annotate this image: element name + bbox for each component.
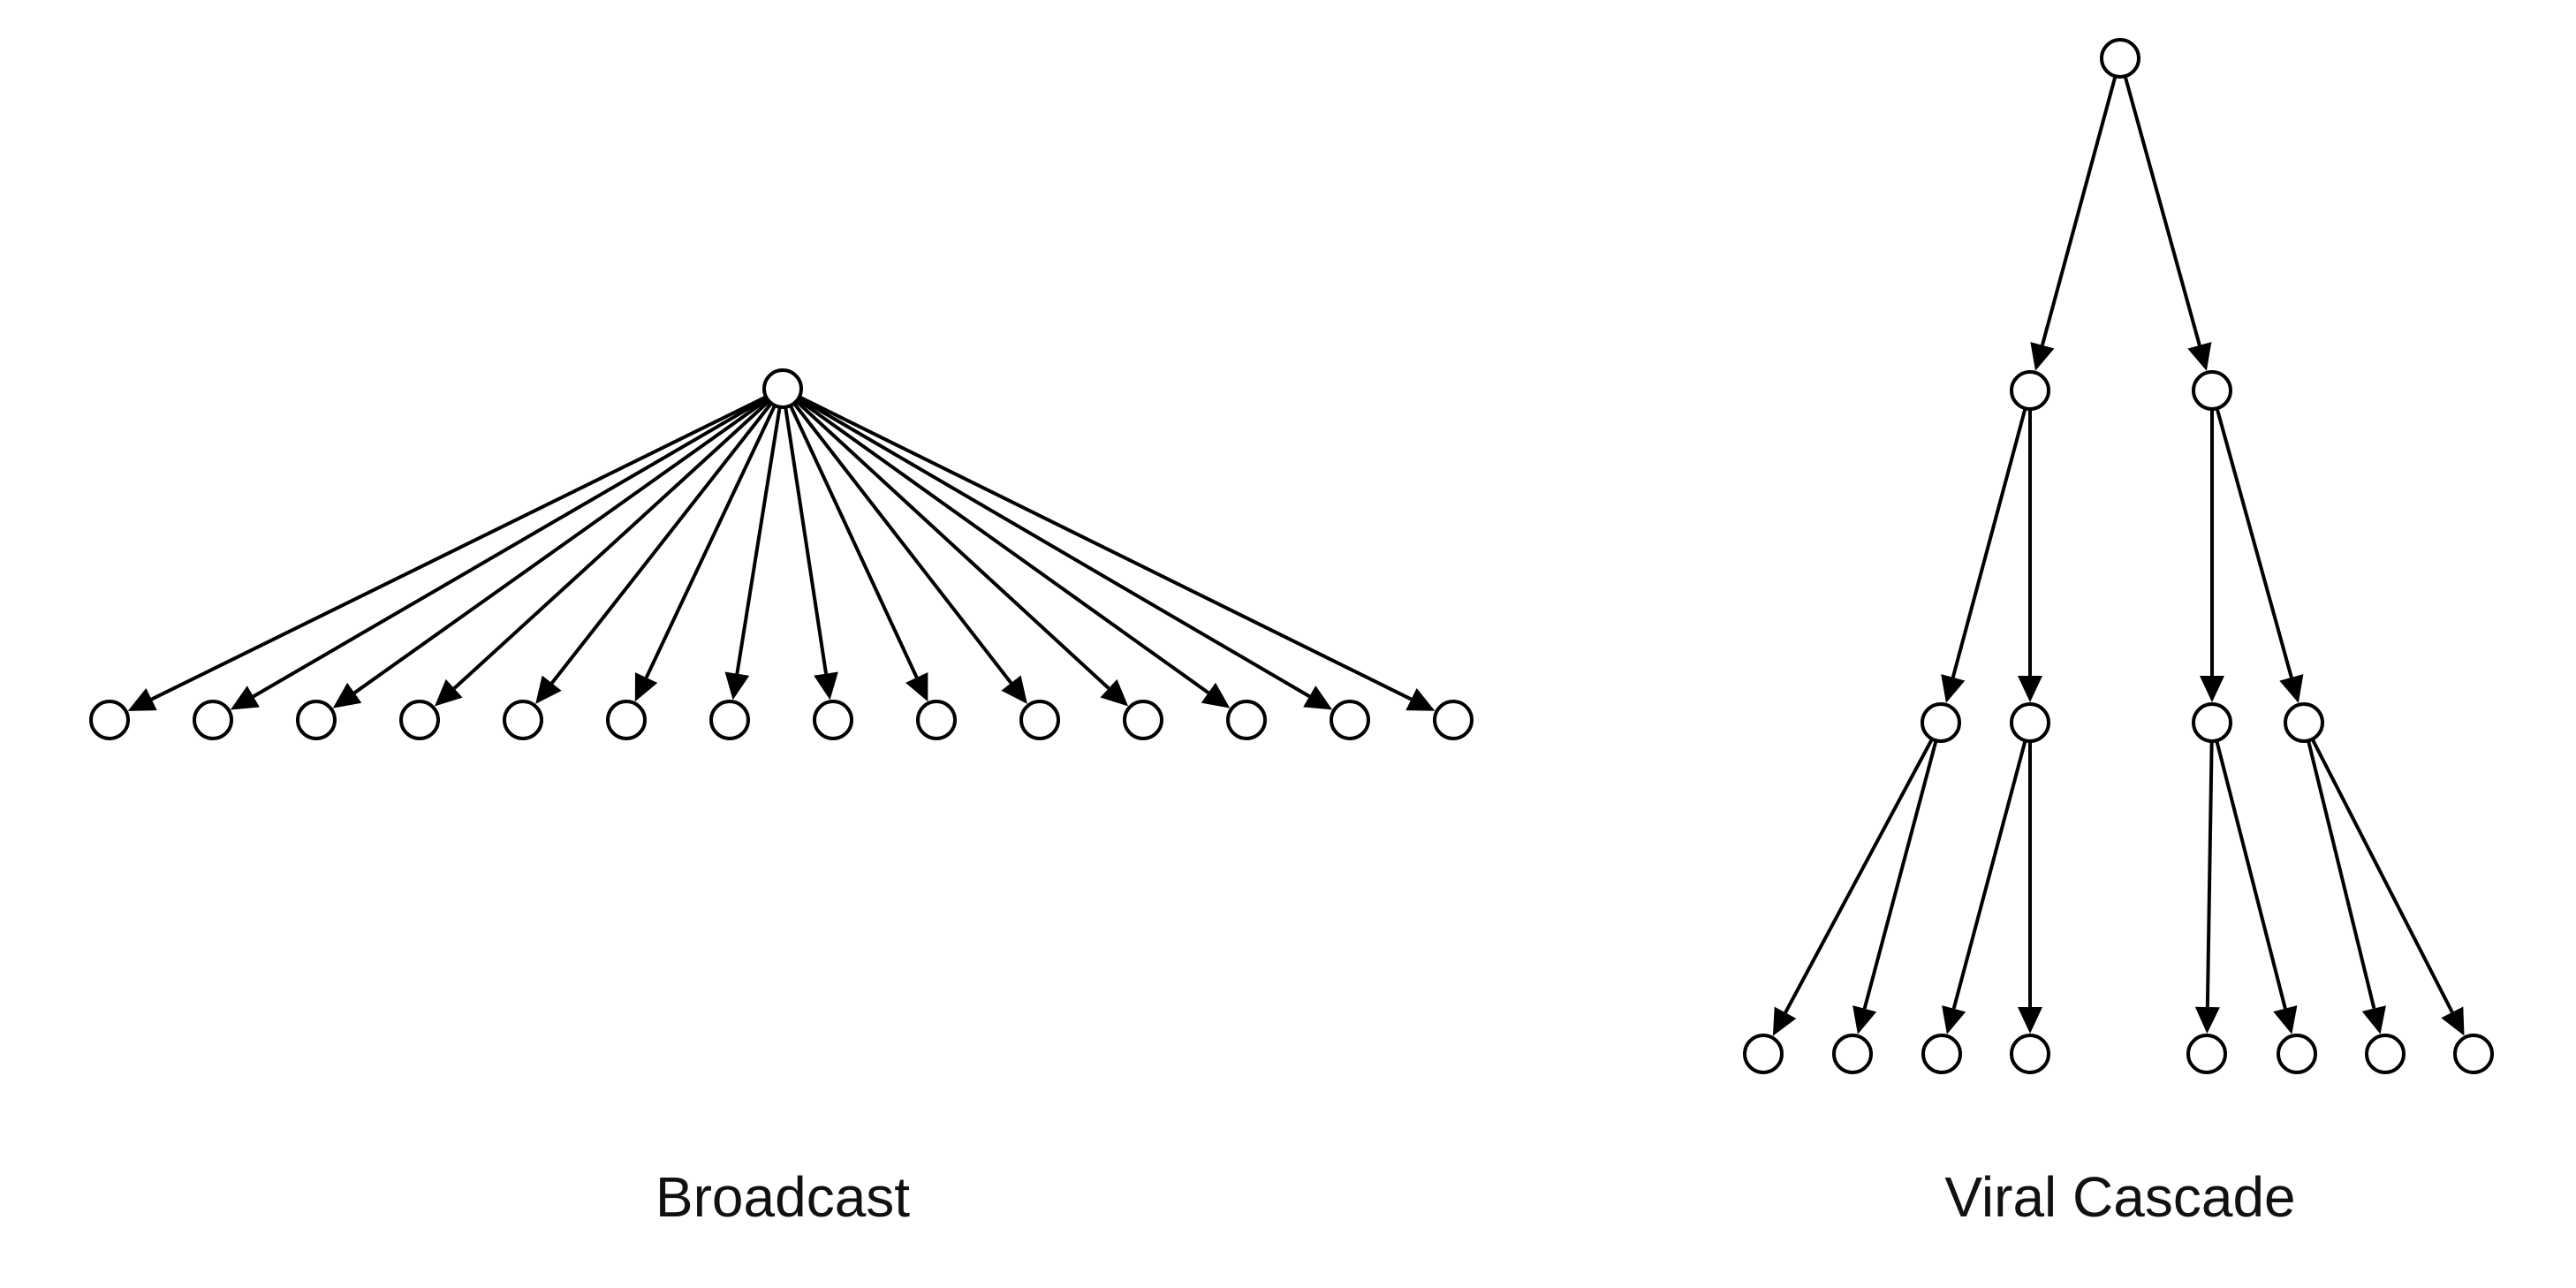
viral-node <box>1921 702 1961 743</box>
broadcast-edge <box>792 402 1027 704</box>
broadcast-child-node <box>399 700 440 740</box>
broadcast-child-node <box>503 700 543 740</box>
broadcast-edge <box>724 406 782 701</box>
viral-root-node <box>2100 38 2140 79</box>
viral-edge <box>2030 75 2118 371</box>
viral-edge <box>2307 739 2386 1034</box>
broadcast-edge <box>535 402 773 704</box>
viral-node <box>2277 1034 2317 1074</box>
broadcast-edge <box>798 396 1333 710</box>
broadcast-child-node <box>89 700 130 740</box>
broadcast-edge <box>789 405 928 702</box>
viral-edge <box>2123 75 2212 371</box>
viral-node <box>1832 1034 1873 1074</box>
viral-cascade-label: Viral Cascade <box>1944 1165 2296 1229</box>
broadcast-child-node <box>1330 700 1370 740</box>
broadcast-child-node <box>916 700 957 740</box>
viral-node <box>1921 1034 1962 1074</box>
viral-edge <box>1772 738 1934 1036</box>
viral-node <box>2192 702 2232 743</box>
broadcast-child-node <box>193 700 233 740</box>
broadcast-diagram <box>89 368 1474 740</box>
viral-node <box>2365 1034 2406 1074</box>
broadcast-edge <box>230 396 768 710</box>
viral-edge <box>2018 409 2042 702</box>
broadcast-child-node <box>1019 700 1060 740</box>
viral-edge <box>1852 739 1938 1034</box>
viral-edge <box>2215 739 2298 1034</box>
viral-node <box>2186 1034 2227 1074</box>
broadcast-label: Broadcast <box>655 1165 911 1229</box>
viral-node <box>1743 1034 1784 1074</box>
viral-edge <box>2215 407 2304 703</box>
broadcast-child-node <box>813 700 853 740</box>
viral-edge <box>2310 738 2465 1036</box>
viral-node <box>2010 370 2050 411</box>
broadcast-child-node <box>1433 700 1474 740</box>
broadcast-edge <box>784 406 838 701</box>
broadcast-child-node <box>296 700 337 740</box>
broadcast-child-node <box>1226 700 1267 740</box>
viral-edge <box>1942 739 2027 1034</box>
viral-node <box>2192 370 2232 411</box>
broadcast-edge <box>798 395 1436 711</box>
broadcast-child-node <box>1123 700 1163 740</box>
broadcast-child-node <box>709 700 750 740</box>
broadcast-edge <box>634 405 777 702</box>
broadcast-edge <box>332 398 769 708</box>
viral-cascade-diagram <box>1743 38 2494 1074</box>
viral-edge <box>1941 407 2027 703</box>
viral-edge <box>2200 409 2224 702</box>
viral-node <box>2284 702 2324 743</box>
viral-node <box>2010 702 2050 743</box>
broadcast-root-node <box>762 368 803 409</box>
broadcast-edge <box>796 398 1231 708</box>
broadcast-edge <box>434 399 770 707</box>
broadcast-edge <box>127 395 768 711</box>
broadcast-child-node <box>606 700 647 740</box>
viral-node <box>2453 1034 2494 1074</box>
viral-edge <box>2018 741 2042 1034</box>
broadcast-edge <box>795 399 1129 707</box>
viral-edge <box>2194 740 2220 1034</box>
viral-node <box>2010 1034 2050 1074</box>
